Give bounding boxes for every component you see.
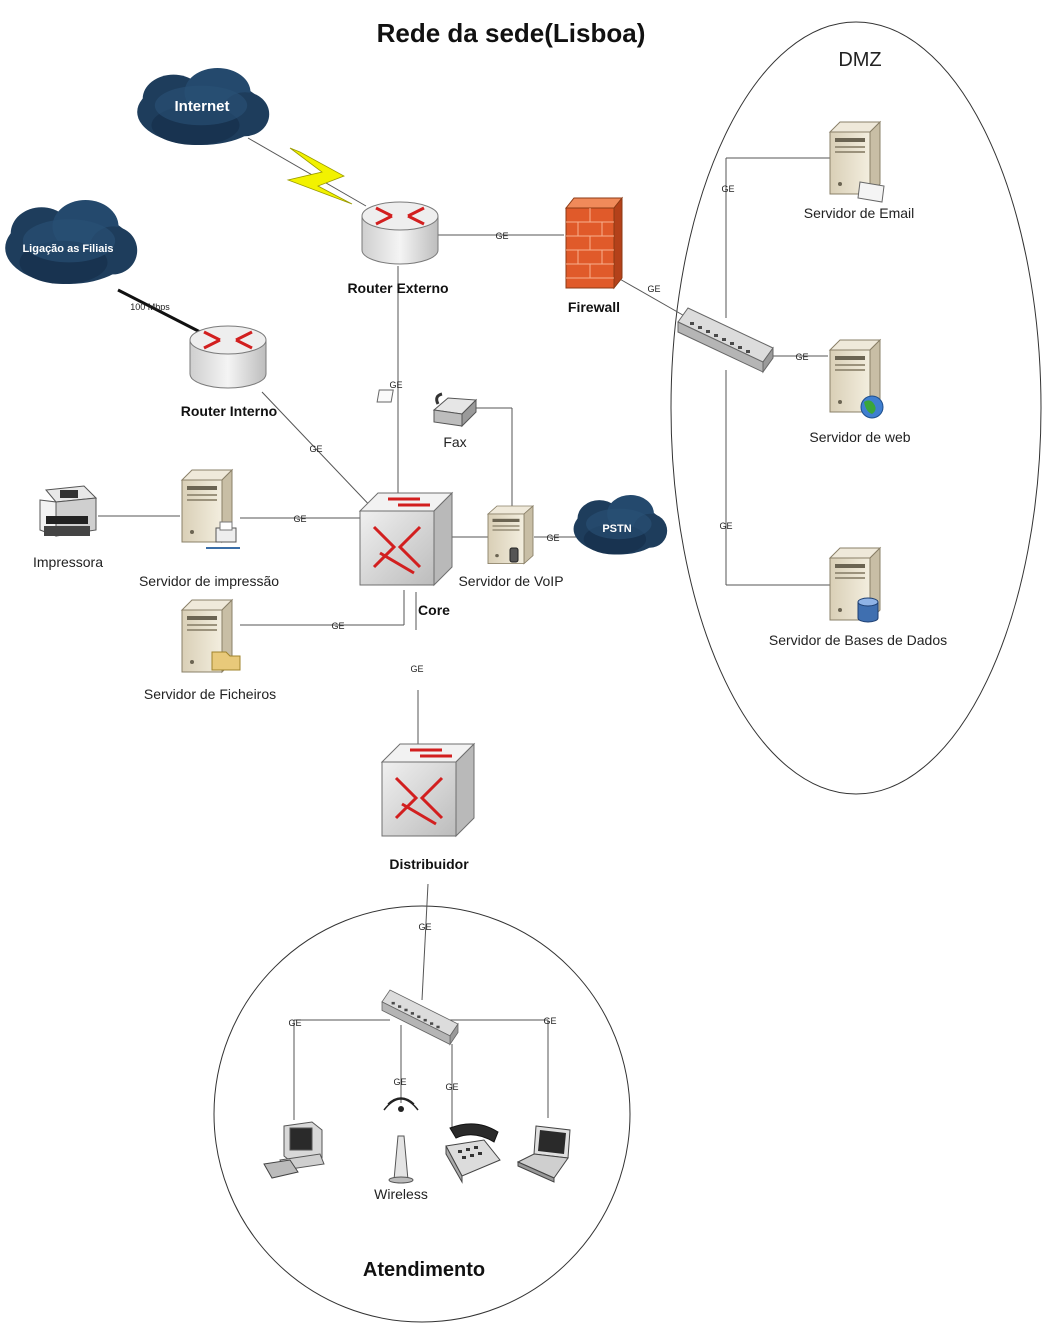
fax-label: Fax [443,434,466,450]
server-icon [829,121,881,195]
lan-switch-icon [381,989,459,1045]
printer-icon [39,485,98,537]
internet-cloud-icon: Internet [137,68,270,145]
dmz-zone [670,21,1042,795]
servidor-ficheiros: Servidor de Ficheiros [144,599,276,702]
impressora: Impressora [33,485,103,570]
router-interno-label: Router Interno [181,403,277,419]
servidor-email: Servidor de Email [804,121,915,221]
dmz-label: DMZ [838,49,881,71]
link-label-lan-pc: GE [288,1018,301,1028]
link-label-files-core: GE [331,621,344,631]
print-badge-icon [206,521,240,549]
firewall-icon [564,196,624,290]
firewall: Firewall [564,196,624,315]
link-label-print-core: GE [293,514,306,524]
link-label-core-dist: GE [410,664,423,674]
wireless-ap-icon [383,1097,419,1184]
phone-badge-icon [509,547,519,563]
link-label-dmz-db: GE [719,521,732,531]
link-label-rtr-fw: GE [495,231,508,241]
multilayer-switch-icon [380,742,476,838]
diagram-title: Rede da sede(Lisboa) [377,18,646,48]
distribuidor-label: Distribuidor [389,856,469,872]
link-label-filiais-speed: 100 Mbps [130,302,170,312]
link-label-voip-pstn: GE [546,533,559,543]
router-icon [188,324,268,390]
link-label-lan-laptop: GE [543,1016,556,1026]
link-label-rint-core: GE [309,444,322,454]
srv-bd-label: Servidor de Bases de Dados [769,632,947,648]
link-label-dist-lan: GE [418,922,431,932]
impressora-label: Impressora [33,554,103,570]
mail-badge-icon [857,181,885,203]
fax-icon [376,389,478,428]
srv-email-label: Servidor de Email [804,205,915,221]
pstn-label: PSTN [602,523,631,535]
desktop-pc-icon [263,1121,325,1179]
link-labels: GE GE GE GE GE GE GE GE GE GE GE GE GE G… [130,184,808,1092]
link-label-lan-wireless: GE [393,1077,406,1087]
router-interno: Router Interno [181,324,277,419]
router-externo-label: Router Externo [347,280,448,296]
desktop-pc [263,1121,325,1179]
servidor-web: Servidor de web [809,339,911,445]
srv-web-label: Servidor de web [809,429,910,445]
wireless-label: Wireless [374,1186,428,1202]
pstn-cloud-icon: PSTN [573,495,668,555]
ip-phone [445,1123,501,1184]
servidor-impressao: Servidor de impressão [139,469,279,589]
wan-lightning-icon [286,147,353,205]
core-label: Core [418,602,450,618]
atendimento-switch [381,989,459,1045]
filiais-label: Ligação as Filiais [22,243,113,255]
atendimento-label: Atendimento [363,1259,485,1281]
wires [98,137,830,1128]
srv-voip-label: Servidor de VoIP [458,573,563,589]
link-label-rtr-core: GE [389,380,402,390]
link-label-dmz-email: GE [721,184,734,194]
core-switch: Core [358,491,454,618]
fax: Fax [376,389,478,450]
srv-impressao-label: Servidor de impressão [139,573,279,589]
servidor-voip: Servidor de VoIP [458,505,564,589]
folder-icon [211,651,241,671]
database-icon [857,597,879,623]
link-label-lan-phone: GE [445,1082,458,1092]
multilayer-switch-icon [358,491,454,587]
router-externo: Router Externo [347,200,449,296]
servidor-bases-dados: Servidor de Bases de Dados [769,547,947,648]
globe-icon [860,395,884,419]
filiais-cloud-icon: Ligação as Filiais [5,200,138,284]
atendimento-zone [213,905,631,1323]
internet-label: Internet [174,98,229,115]
link-label-dmz-web: GE [795,352,808,362]
link-label-fw-dmz: GE [647,284,660,294]
firewall-label: Firewall [568,299,620,315]
router-icon [360,200,440,266]
laptop [516,1125,571,1183]
laptop-icon [516,1125,571,1183]
srv-ficheiros-label: Servidor de Ficheiros [144,686,276,702]
ip-phone-icon [445,1123,501,1184]
distribuidor-switch: Distribuidor [380,742,476,872]
wireless-ap: Wireless [374,1097,428,1202]
